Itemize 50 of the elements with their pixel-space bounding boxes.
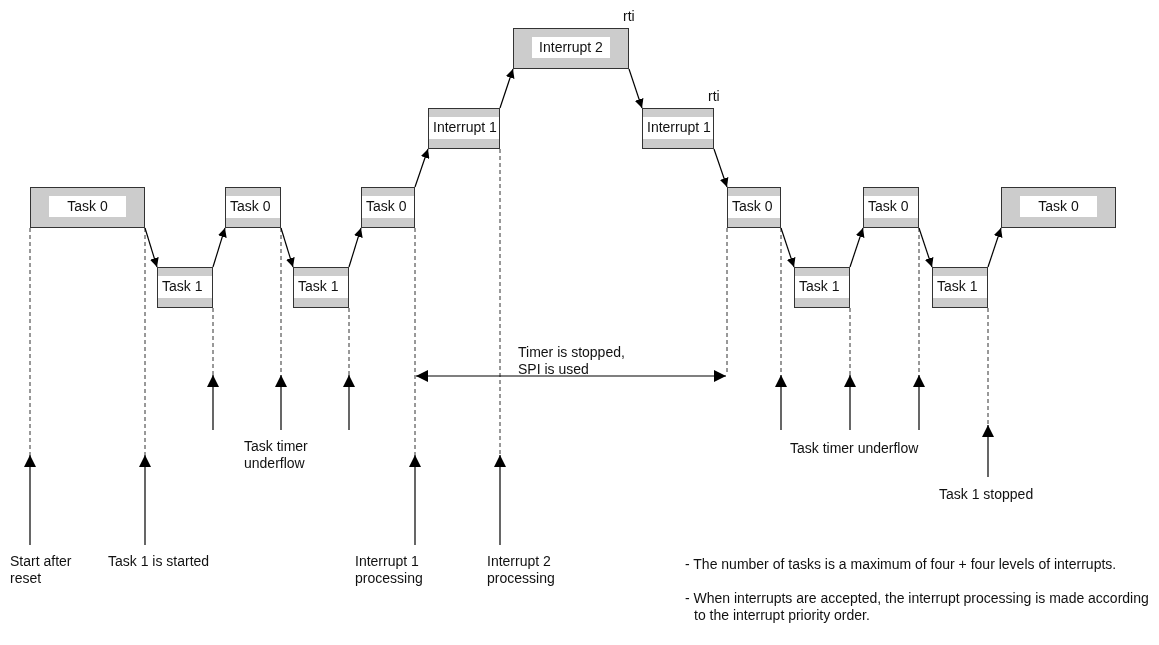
process-box (727, 187, 781, 228)
event-label: Interrupt 2 processing (487, 553, 556, 587)
box-label: Interrupt 1 (647, 118, 711, 137)
note-text: - The number of tasks is a maximum of four + four levels of interrupts. (685, 556, 1118, 573)
process-box (1001, 187, 1116, 228)
process-box (932, 267, 988, 308)
process-box (361, 187, 415, 228)
arrow (849, 227, 865, 268)
arrow (212, 227, 227, 268)
box-label: Task 0 (366, 197, 407, 216)
box-label: Interrupt 2 (532, 37, 610, 58)
arrow (713, 148, 729, 188)
arrow (780, 227, 796, 268)
event-label: Interrupt 1 processing (355, 553, 424, 587)
arrow (348, 227, 363, 268)
arrow (144, 227, 159, 268)
event-label: Task 1 stopped (939, 486, 1034, 503)
annotation-label: rti (623, 8, 635, 25)
box-label: Task 1 (799, 277, 840, 296)
box-label: Task 0 (868, 197, 909, 216)
arrow (987, 227, 1003, 268)
box-label: Task 0 (230, 197, 271, 216)
event-label: Task timer underflow (244, 438, 309, 472)
process-box (225, 187, 281, 228)
event-label: Task timer underflow (790, 440, 919, 457)
box-label: Interrupt 1 (433, 118, 497, 137)
box-label: Task 1 (162, 277, 203, 296)
event-label: Start after reset (10, 553, 73, 587)
process-box (428, 108, 500, 149)
arrow (414, 148, 430, 188)
process-box (863, 187, 919, 228)
process-box (157, 267, 213, 308)
box-label: Task 1 (298, 277, 339, 296)
box-label: Task 0 (732, 197, 773, 216)
box-label: Task 0 (49, 196, 126, 217)
annotation-label: rti (708, 88, 720, 105)
box-label: Task 1 (937, 277, 978, 296)
arrow (280, 227, 295, 268)
event-label: Timer is stopped, SPI is used (518, 344, 626, 378)
process-box (293, 267, 349, 308)
arrow (628, 68, 644, 109)
process-box (513, 28, 629, 69)
event-label: Task 1 is started (108, 553, 210, 570)
process-box (642, 108, 714, 149)
process-box (30, 187, 145, 228)
box-label: Task 0 (1020, 196, 1097, 217)
arrow (499, 68, 515, 109)
arrow (918, 227, 934, 268)
process-box (794, 267, 850, 308)
note-text: - When interrupts are accepted, the interrupt processing is made according to the interrupt priority order. (685, 590, 1150, 624)
